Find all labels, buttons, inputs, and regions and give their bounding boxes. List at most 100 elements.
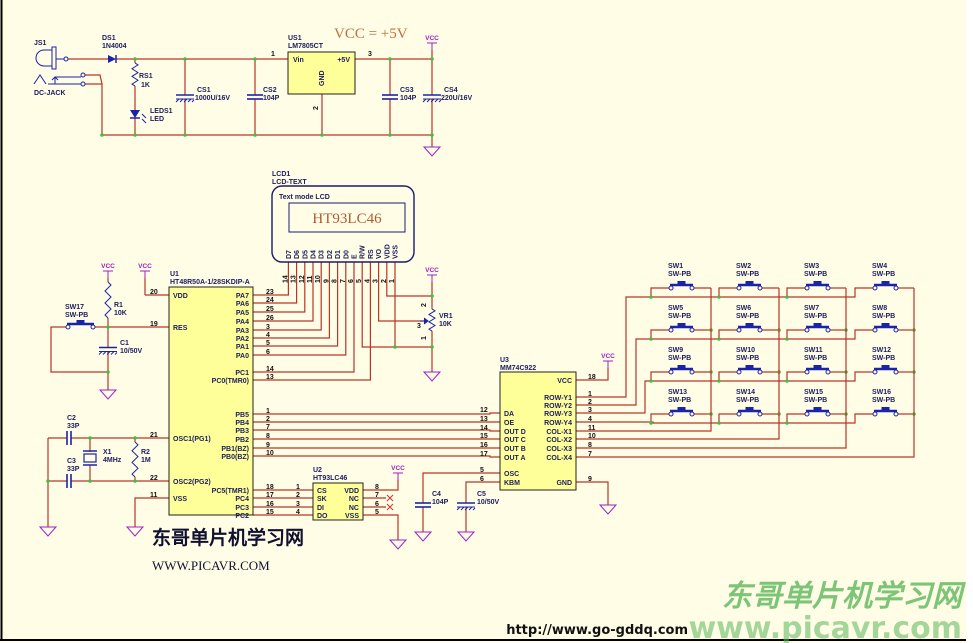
encoder-pin-label: OUT A <box>504 455 526 462</box>
pushbutton-icon <box>813 407 822 410</box>
label-vr1-pin1: 1 <box>421 336 428 340</box>
wire <box>386 480 399 491</box>
lcd-pin-number: 12 <box>299 275 306 283</box>
switch-type: SW-PB <box>872 355 895 362</box>
crystal-icon <box>83 453 97 463</box>
wire <box>786 371 805 381</box>
junction-dot <box>88 479 92 483</box>
mcu-pin-number: 26 <box>266 315 274 322</box>
lcd-pin-number: 3 <box>373 279 380 283</box>
wire <box>718 413 737 423</box>
wire <box>576 413 873 424</box>
junction-dot <box>430 345 434 349</box>
wire <box>253 262 322 331</box>
label-power-reg-gnd: GND <box>319 70 326 86</box>
mcu-pin-label: PC0(TMR0) <box>212 378 249 385</box>
resistor-icon <box>104 281 112 319</box>
junction-dot <box>430 133 434 137</box>
switch-terminal <box>825 411 831 417</box>
electrolytic-capacitor-icon <box>456 506 476 511</box>
encoder-pin-number: 6 <box>480 476 484 483</box>
junction-dot <box>649 421 653 425</box>
label-power-j1-value: DC-JACK <box>34 90 66 97</box>
switch-ref: SW1 <box>668 263 683 270</box>
wire <box>576 371 873 414</box>
encoder-pin-number: 2 <box>588 399 592 406</box>
encoder-pin-label: OUT B <box>504 446 526 453</box>
mcu-pin-label: PA0 <box>236 353 249 360</box>
switch-type: SW-PB <box>872 397 895 404</box>
encoder-pin-label: DA <box>504 411 514 418</box>
vcc-power-label: VCC <box>101 263 115 270</box>
mcu-pin-number: 8 <box>266 433 270 440</box>
eeprom-pin-number: 5 <box>375 509 379 516</box>
pushbutton-icon <box>881 281 890 284</box>
components <box>33 42 899 550</box>
label-caps_u3-c5-ref: C5 <box>477 491 486 498</box>
lcd-pin-number: 6 <box>348 279 355 283</box>
junction-dot <box>88 436 92 440</box>
eeprom-pin-label: VDD <box>344 488 359 495</box>
eeprom-pin-number: 4 <box>296 509 300 516</box>
junction-dot <box>388 57 392 61</box>
wire <box>253 262 298 304</box>
switch-ref: SW16 <box>872 389 891 396</box>
switch-terminal <box>872 285 878 291</box>
switch-type: SW-PB <box>736 271 759 278</box>
label-vr1-value: 10K <box>439 321 452 328</box>
mcu-pin-label: VDD <box>173 293 188 300</box>
junction-dot <box>717 295 721 299</box>
pushbutton-icon <box>813 281 822 284</box>
label-osc-x1-ref: X1 <box>103 449 112 456</box>
lcd-pin-label: D0 <box>343 250 350 259</box>
switch-type: SW-PB <box>736 397 759 404</box>
switch-type: SW-PB <box>804 271 827 278</box>
encoder-pin-label: ROW-Y2 <box>544 403 572 410</box>
label-reset-sw-value: SW-PB <box>65 312 88 319</box>
pushbutton-icon <box>881 323 890 326</box>
label-power-led-ref: LEDS1 <box>150 108 173 115</box>
pushbutton-icon <box>745 407 754 410</box>
mcu-pin-label: PB4 <box>235 420 249 427</box>
dc-jack-icon <box>33 74 81 85</box>
label-power-cs2-value: 104P <box>263 95 280 102</box>
keypad-encoder-chip <box>499 371 577 491</box>
wire <box>576 287 873 398</box>
diode-icon <box>108 55 116 63</box>
label-power-cs1-value: 1000U/16V <box>195 95 230 102</box>
encoder-pin-number: 7 <box>588 451 592 458</box>
lcd-pin-number: 10 <box>315 275 322 283</box>
potentiometer-wiper-icon <box>420 317 429 325</box>
junction-dot <box>133 479 137 483</box>
eeprom-pin-number: 8 <box>375 484 379 491</box>
junction-dot <box>46 479 50 483</box>
switch-ref: SW13 <box>668 389 687 396</box>
crystal-icon <box>83 450 97 466</box>
encoder-pin-label: COL-X1 <box>546 429 572 436</box>
reset-switch <box>90 324 96 330</box>
switch-terminal <box>689 411 695 417</box>
wire <box>576 288 915 458</box>
mcu-pin-number: 24 <box>266 297 274 304</box>
lcd-pin-label: D2 <box>327 250 334 259</box>
pushbutton-icon <box>813 323 822 326</box>
lcd-pin-label: VSS <box>393 245 400 259</box>
switch-terminal <box>757 411 763 417</box>
wire <box>253 455 500 458</box>
lcd-pin-number: 1 <box>389 279 396 283</box>
label-osc-c2-value: 33P <box>67 423 80 430</box>
mcu-pin-number: 10 <box>266 450 274 457</box>
switch-terminal <box>689 285 695 291</box>
encoder-pin-number: 9 <box>588 476 592 483</box>
switch-terminal <box>893 369 899 375</box>
junction-dot <box>717 337 721 341</box>
mcu-pin-label: PA5 <box>236 310 249 317</box>
ground-icon <box>598 504 618 515</box>
label-reset-c-ref: C1 <box>120 340 129 347</box>
junction-dot <box>320 133 324 137</box>
wire <box>718 287 737 297</box>
label-power-d1-value: 1N4004 <box>102 43 127 50</box>
wire <box>650 329 669 339</box>
switch-terminal <box>668 411 674 417</box>
label-power-reg-ref: US1 <box>288 35 302 42</box>
